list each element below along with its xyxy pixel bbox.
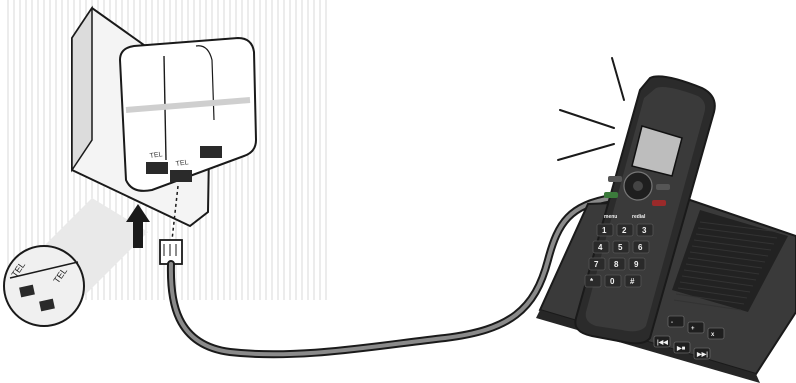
keypad-key-label: # [630, 277, 635, 286]
ringing-lines-icon [558, 58, 624, 160]
keypad-key-label: 5 [618, 243, 623, 252]
keypad-key-label: 6 [638, 243, 643, 252]
phone-cable [171, 198, 612, 354]
soft-key-label: redial [632, 214, 646, 220]
keypad-key-label: 7 [594, 260, 599, 269]
keypad-key-label: 0 [610, 277, 615, 286]
keypad-key-label: 1 [602, 226, 607, 235]
keypad-key-label: 4 [598, 243, 603, 252]
soft-key-label: menu [604, 214, 617, 220]
base-button-label: ▶▶| [696, 351, 708, 358]
base-button-label: + [691, 326, 695, 332]
keypad-key-label: 3 [642, 226, 647, 235]
base-button-label: ▶■ [676, 345, 686, 352]
socket-zoom-detail: TEL TEL [4, 246, 84, 326]
base-button-label: |◀◀ [657, 339, 668, 346]
keypad-key-label: 8 [614, 260, 619, 269]
keypad-key-label: 2 [622, 226, 627, 235]
keypad-key-label: 9 [634, 260, 639, 269]
base-button-label: - [671, 320, 673, 326]
